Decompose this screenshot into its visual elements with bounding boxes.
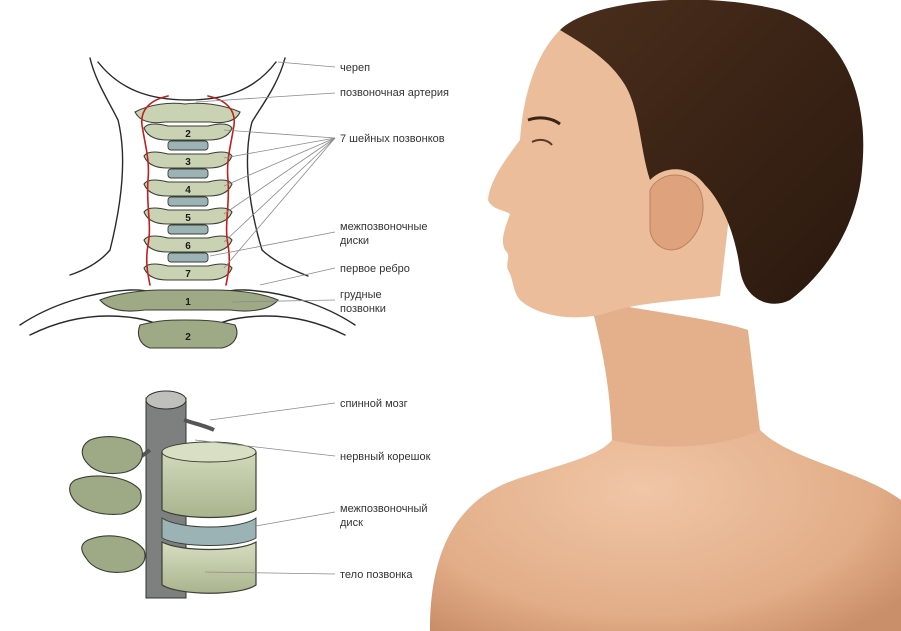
- cervical-vertebra-7: [143, 263, 233, 281]
- label-disc-line1: межпозвоночный: [340, 503, 428, 515]
- jaw-outline: [97, 61, 277, 101]
- posterior-process-upper: [81, 436, 143, 475]
- man-profile-photo: [430, 0, 901, 631]
- thoracic-number-1: 1: [185, 297, 191, 308]
- posterior-process-lower: [81, 535, 146, 573]
- neck-outline-left: [69, 57, 124, 276]
- eyebrow-shape: [527, 116, 561, 126]
- nerve-root-upper: [183, 418, 215, 432]
- cervical-number-5: 5: [185, 213, 191, 224]
- torso-shape: [430, 374, 901, 631]
- cervical-disc: [167, 224, 209, 235]
- cervical-number-4: 4: [185, 185, 191, 196]
- eye-shape: [531, 138, 553, 146]
- cervical-number-6: 6: [185, 241, 191, 252]
- neck-shape: [590, 300, 760, 447]
- neck-diagram-labels: череп позвоночная артерия 7 шейных позво…: [340, 62, 449, 315]
- cervical-disc: [167, 252, 209, 263]
- segment-diagram-labels: спинной мозг нервный корешок межпозвоноч…: [340, 398, 431, 581]
- cervical-number-7: 7: [185, 269, 191, 280]
- label-first-rib: первое ребро: [340, 263, 410, 275]
- label-thoracic-line2: позвонки: [340, 303, 386, 315]
- spinal-cord-top: [145, 390, 187, 410]
- label-intervertebral-discs-line1: межпозвоночные: [340, 221, 428, 233]
- label-skull: череп: [340, 62, 370, 74]
- cervical-spine-diagram: 2 3 4 5 6 7 1 2: [19, 57, 356, 349]
- cervical-vertebra-4: [143, 179, 233, 197]
- thoracic-vertebra-1: [99, 289, 279, 312]
- cervical-vertebra-2: [143, 123, 233, 141]
- thoracic-vertebra-2: [137, 319, 238, 349]
- cervical-number-2: 2: [185, 129, 191, 140]
- atlas-vertebra: [134, 102, 241, 124]
- ear-shape: [649, 174, 704, 251]
- vertebral-body-lower: [161, 540, 257, 594]
- thoracic-number-2: 2: [185, 332, 191, 343]
- cervical-vertebra-6: [143, 235, 233, 253]
- label-vertebral-body: тело позвонка: [340, 569, 413, 581]
- label-spinal-cord: спинной мозг: [340, 398, 408, 410]
- label-intervertebral-discs-line2: диски: [340, 235, 369, 247]
- vertebral-artery-right: [207, 95, 235, 286]
- label-thoracic-line1: грудные: [340, 289, 382, 301]
- neck-outline-right: [246, 57, 309, 277]
- vertebral-artery-left: [141, 95, 169, 286]
- cervical-disc: [167, 196, 209, 207]
- label-disc-line2: диск: [340, 517, 363, 529]
- label-nerve-root: нервный корешок: [340, 451, 431, 463]
- hair-shape: [560, 0, 864, 304]
- leader-lines: [194, 61, 336, 575]
- spinal-segment-diagram: [69, 390, 257, 599]
- cervical-vertebra-3: [143, 151, 233, 169]
- intervertebral-disc: [161, 517, 257, 546]
- cervical-disc: [167, 168, 209, 179]
- label-vertebral-artery: позвоночная артерия: [340, 87, 449, 99]
- label-seven-cervical: 7 шейных позвонков: [340, 133, 445, 145]
- cervical-vertebra-5: [143, 207, 233, 225]
- cervical-disc: [167, 140, 209, 151]
- posterior-process-middle: [69, 475, 142, 515]
- cervical-number-3: 3: [185, 157, 191, 168]
- cervical-vertebrae-stack: 2 3 4 5 6 7: [143, 123, 233, 281]
